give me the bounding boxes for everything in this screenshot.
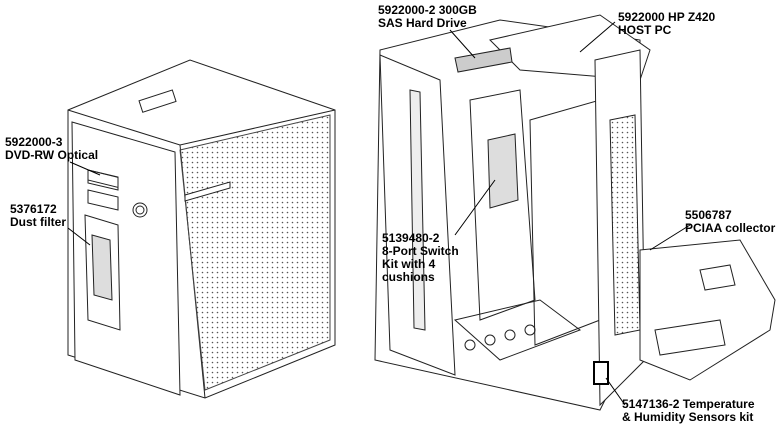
callout-dvd-rw-optical: 5922000-3 DVD-RW Optical <box>5 136 98 162</box>
part-description: PCIAA collector <box>685 221 776 235</box>
part-description: cushions <box>382 270 435 284</box>
callout-sas-hard-drive: 5922000-2 300GB SAS Hard Drive <box>378 4 477 30</box>
leader-lines <box>67 21 691 406</box>
open-chassis-illustration <box>374 14 776 411</box>
part-number: 5147136-2 Temperature <box>622 397 755 411</box>
part-description: 8-Port Switch <box>382 244 459 258</box>
callout-temperature-humidity-sensors: 5147136-2 Temperature & Humidity Sensors… <box>622 398 755 424</box>
part-number: 5506787 <box>685 208 732 222</box>
part-number: 5922000-2 300GB <box>378 3 477 17</box>
part-number: 5922000 HP Z420 <box>618 10 716 24</box>
part-description: SAS Hard Drive <box>378 16 467 30</box>
part-number: 5922000-3 <box>5 135 63 149</box>
closed-tower-illustration <box>67 59 336 399</box>
part-description: HOST PC <box>618 23 672 37</box>
callout-dust-filter: 5376172 Dust filter <box>10 203 66 229</box>
part-number: 5376172 <box>10 202 57 216</box>
part-description: DVD-RW Optical <box>5 148 99 162</box>
callout-8-port-switch: 5139480-2 8-Port Switch Kit with 4 cushi… <box>382 232 459 284</box>
part-description: & Humidity Sensors kit <box>622 410 754 424</box>
callout-pciaa-collector: 5506787 PCIAA collector <box>685 209 775 235</box>
part-description: Dust filter <box>10 215 67 229</box>
part-description: Kit with 4 <box>382 257 436 271</box>
part-number: 5139480-2 <box>382 231 440 245</box>
callout-host-pc: 5922000 HP Z420 HOST PC <box>618 11 715 37</box>
